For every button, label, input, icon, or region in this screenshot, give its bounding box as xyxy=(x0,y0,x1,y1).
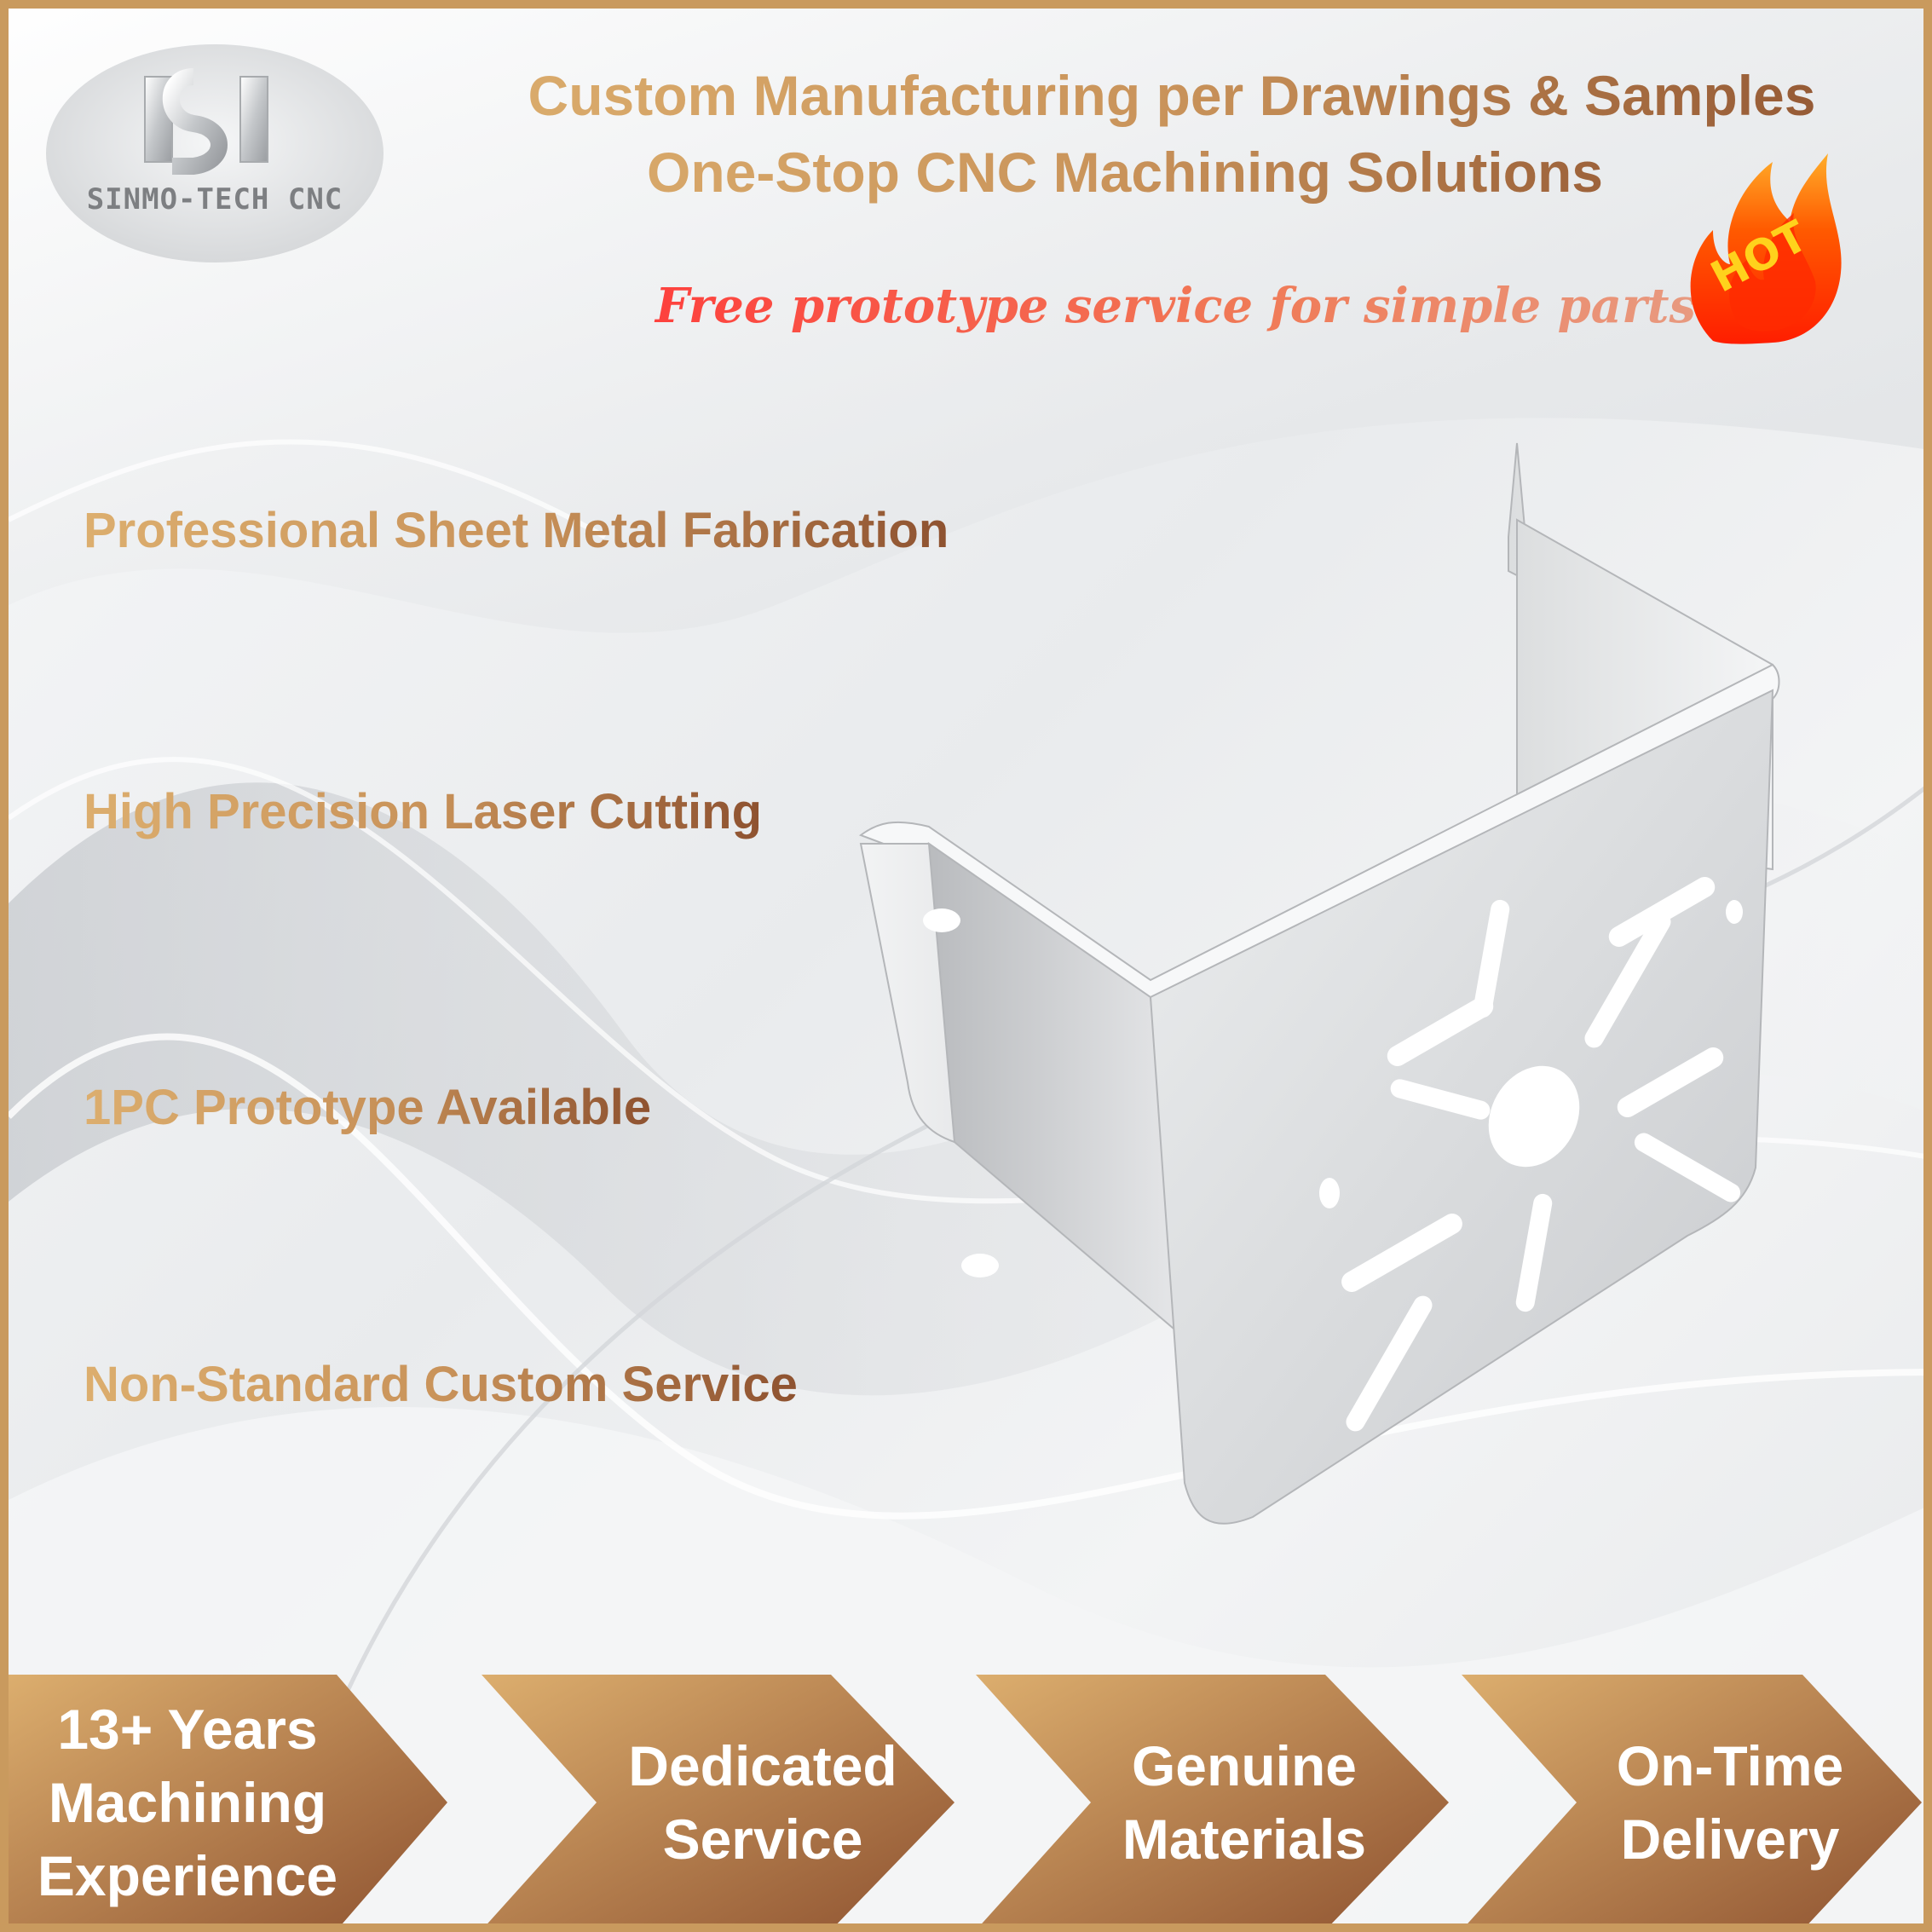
badge-delivery-shape xyxy=(1462,1675,1922,1923)
badge-delivery-line1: On-Time xyxy=(1616,1734,1844,1797)
badge-service: Dedicated Service xyxy=(580,1675,946,1923)
hot-flame-icon xyxy=(1690,153,1842,344)
badge-materials-line2: Materials xyxy=(1122,1808,1367,1871)
feature-laser-cutting: High Precision Laser Cutting xyxy=(84,782,762,842)
badge-materials: Genuine Materials xyxy=(1074,1675,1415,1923)
badge-experience-line3: Experience xyxy=(37,1844,338,1907)
badge-service-line2: Service xyxy=(662,1808,863,1871)
badge-delivery: On-Time Delivery xyxy=(1568,1675,1892,1923)
badge-materials-line1: Genuine xyxy=(1131,1734,1358,1797)
feature-custom-service: Non-Standard Custom Service xyxy=(84,1355,798,1415)
brand-logo xyxy=(46,44,384,262)
headline-line1: Custom Manufacturing per Drawings & Samp… xyxy=(426,61,1918,130)
feature-prototype: 1PC Prototype Available xyxy=(84,1078,651,1138)
badge-experience-line1: 13+ Years xyxy=(57,1698,318,1761)
promo-text: Free prototype service for simple parts xyxy=(588,278,1696,334)
badge-materials-shape xyxy=(976,1675,1449,1923)
brand-name: SINMO-TECH CNC xyxy=(86,182,343,216)
badge-delivery-line2: Delivery xyxy=(1620,1808,1840,1871)
feature-sheet-metal: Professional Sheet Metal Fabrication xyxy=(84,501,949,561)
badge-service-shape xyxy=(482,1675,954,1923)
headline-line2: One-Stop CNC Machining Solutions xyxy=(486,138,1764,206)
badge-experience-line2: Machining xyxy=(48,1771,327,1834)
badge-experience-shape xyxy=(9,1675,447,1923)
sheet-metal-bracket-image xyxy=(858,442,1780,1525)
badge-experience: 13+ Years Machining Experience xyxy=(9,1675,366,1923)
badge-service-line1: Dedicated xyxy=(628,1734,897,1797)
